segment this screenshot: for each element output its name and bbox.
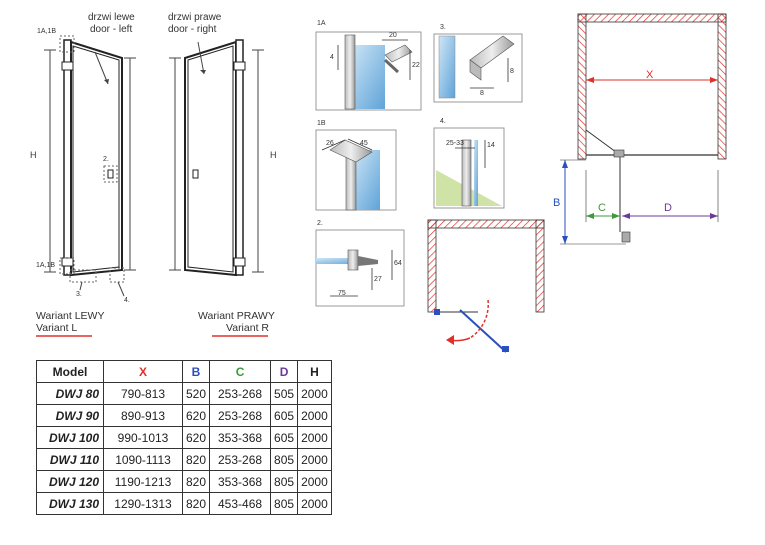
variant-left-pl: Wariant LEWY <box>36 310 105 322</box>
cell-c: 353-368 <box>209 426 272 449</box>
cell-model: DWJ 100 <box>36 426 104 449</box>
detail-1b-dim-1: 26 <box>326 140 334 147</box>
cell-x: 790-813 <box>103 382 183 405</box>
door-left-label-pl: drzwi lewe <box>88 12 135 23</box>
detail-1a <box>315 31 422 111</box>
table-row: DWJ 100 990-1013 620 353-368 605 2000 <box>36 426 332 449</box>
cell-h: 2000 <box>297 382 332 405</box>
cell-b: 820 <box>181 470 211 493</box>
detail-1b-label: 1B <box>317 120 326 127</box>
cell-h: 2000 <box>297 492 332 515</box>
table-row: DWJ 120 1190-1213 820 353-368 805 2000 <box>36 470 332 493</box>
layout-plan-drawing <box>560 13 727 245</box>
cell-d: 605 <box>270 426 299 449</box>
door-right-label-pl: drzwi prawe <box>168 12 222 23</box>
cell-model: DWJ 120 <box>36 470 104 493</box>
callout-1a1b-top: 1A,1B <box>37 28 57 35</box>
door-left-label-en: door - left <box>90 24 133 35</box>
cell-c: 253-268 <box>209 448 272 471</box>
detail-4-dim-1: 25-33 <box>446 140 464 147</box>
detail-1a-dim-1: 20 <box>389 32 397 39</box>
table-row: DWJ 80 790-813 520 253-268 505 2000 <box>36 382 332 405</box>
cell-c: 453-468 <box>209 492 272 515</box>
cell-b: 620 <box>181 426 211 449</box>
cell-h: 2000 <box>297 404 332 427</box>
cell-b: 820 <box>181 492 211 515</box>
table-row: DWJ 130 1290-1313 820 453-468 805 2000 <box>36 492 332 515</box>
plan-b-label: B <box>553 197 561 209</box>
detail-1a-dim-2: 4 <box>330 54 334 61</box>
cell-model: DWJ 90 <box>36 404 104 427</box>
header-b: B <box>181 360 211 383</box>
cell-d: 805 <box>270 470 299 493</box>
table-row: DWJ 110 1090-1113 820 253-268 805 2000 <box>36 448 332 471</box>
detail-1b-dim-2: 45 <box>360 140 368 147</box>
cell-b: 620 <box>181 404 211 427</box>
callout-1a1b-bottom: 1A,1B <box>36 262 56 269</box>
cell-d: 605 <box>270 404 299 427</box>
cell-d: 805 <box>270 448 299 471</box>
detail-2-label: 2. <box>317 220 323 227</box>
detail-2 <box>315 229 405 307</box>
cell-x: 890-913 <box>103 404 183 427</box>
table-row: DWJ 90 890-913 620 253-268 605 2000 <box>36 404 332 427</box>
variant-right-pl: Wariant PRAWY <box>198 310 275 322</box>
cell-x: 1190-1213 <box>103 470 183 493</box>
cell-c: 253-268 <box>209 382 272 405</box>
variant-right-en: Variant R <box>226 322 269 334</box>
door-right-height-label: H <box>270 150 277 160</box>
plan-d-label: D <box>664 202 672 214</box>
cell-model: DWJ 130 <box>36 492 104 515</box>
plan-x-label: X <box>646 69 654 81</box>
cell-d: 505 <box>270 382 299 405</box>
detail-1a-dim-3: 22 <box>412 62 420 69</box>
detail-2-dim-1: 64 <box>394 260 402 267</box>
detail-4 <box>433 127 505 209</box>
cell-h: 2000 <box>297 448 332 471</box>
cell-d: 805 <box>270 492 299 515</box>
detail-1b <box>315 129 397 211</box>
cell-h: 2000 <box>297 426 332 449</box>
detail-3-dim-2: 8 <box>480 90 484 97</box>
plan-c-label: C <box>598 202 606 214</box>
detail-4-dim-2: 14 <box>487 142 495 149</box>
cell-model: DWJ 110 <box>36 448 104 471</box>
table-header-row: Model X B C D H <box>36 360 332 383</box>
header-h: H <box>297 360 332 383</box>
cell-x: 1290-1313 <box>103 492 183 515</box>
callout-3: 3. <box>76 291 82 298</box>
callout-4: 4. <box>124 297 130 304</box>
swing-plan-drawing <box>427 219 545 353</box>
cell-c: 353-368 <box>209 470 272 493</box>
detail-3 <box>433 33 523 103</box>
callout-2: 2. <box>103 156 109 163</box>
door-right-drawing <box>169 39 264 277</box>
dimensions-table: Model X B C D H DWJ 80 790-813 520 253-2… <box>36 360 332 515</box>
detail-2-dim-2: 27 <box>374 276 382 283</box>
door-left-height-label: H <box>30 150 37 160</box>
cell-h: 2000 <box>297 470 332 493</box>
detail-2-dim-3: 75 <box>338 290 346 297</box>
detail-4-label: 4. <box>440 118 446 125</box>
header-d: D <box>270 360 299 383</box>
detail-1a-label: 1A <box>317 20 326 27</box>
variant-left-en: Variant L <box>36 322 78 334</box>
door-left-drawing <box>44 35 136 297</box>
header-c: C <box>209 360 272 383</box>
detail-3-dim-1: 8 <box>510 68 514 75</box>
cell-x: 990-1013 <box>103 426 183 449</box>
door-right-label-en: door - right <box>168 24 217 35</box>
header-model: Model <box>36 360 104 383</box>
cell-model: DWJ 80 <box>36 382 104 405</box>
cell-c: 253-268 <box>209 404 272 427</box>
header-x: X <box>103 360 183 383</box>
cell-b: 820 <box>181 448 211 471</box>
cell-b: 520 <box>181 382 211 405</box>
cell-x: 1090-1113 <box>103 448 183 471</box>
detail-3-label: 3. <box>440 24 446 31</box>
